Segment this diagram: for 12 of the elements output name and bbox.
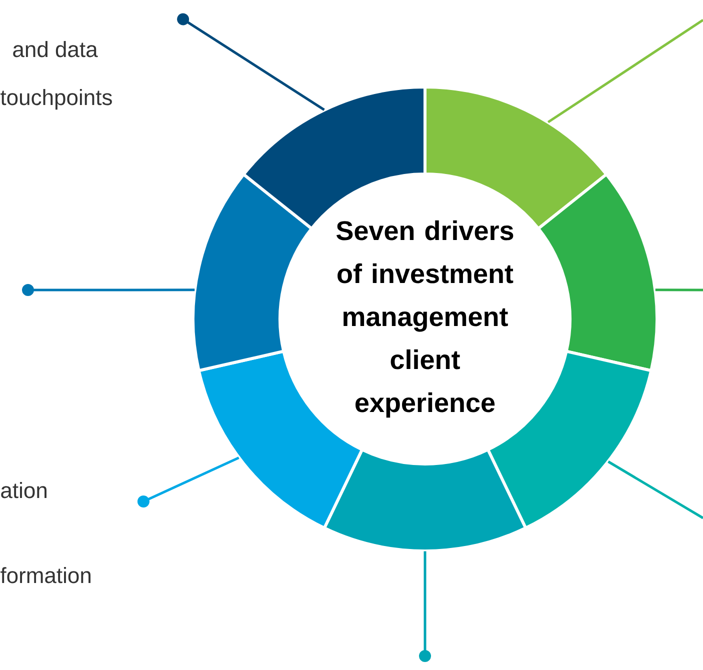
leader-line [137, 456, 240, 508]
leader-line [608, 460, 703, 520]
label-text: and data [13, 41, 98, 58]
label-text: formation [0, 567, 90, 584]
leader-line [655, 288, 703, 292]
leader-line [547, 18, 703, 124]
label-text: touchpoints [0, 89, 112, 110]
leader-line [419, 551, 431, 662]
center-title: Seven drivers of investment management client experience [336, 220, 514, 418]
leader-line [22, 284, 195, 296]
label-text: ation [1, 482, 46, 498]
leader-line [177, 13, 325, 111]
